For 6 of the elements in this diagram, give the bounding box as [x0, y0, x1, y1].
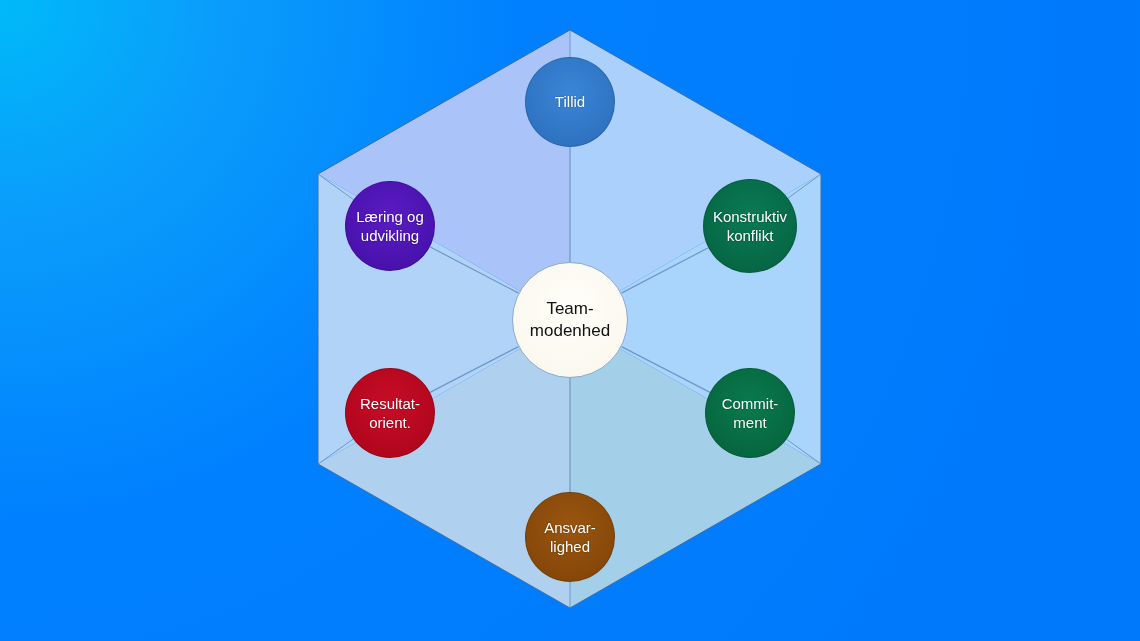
spoke-line: [429, 346, 520, 393]
spoke-line: [620, 247, 709, 294]
spoke-line: [569, 146, 571, 263]
spoke-line: [429, 246, 520, 294]
spoke-line: [620, 346, 711, 393]
spoke-line: [569, 377, 571, 493]
